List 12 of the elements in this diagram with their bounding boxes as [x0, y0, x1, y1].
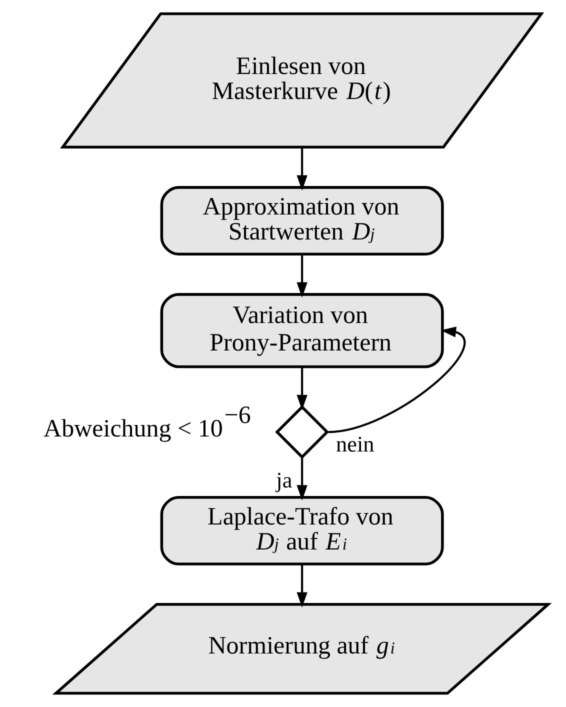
edge-label: nein [336, 432, 374, 457]
arrow [296, 564, 307, 608]
arrow [296, 366, 307, 410]
node-diamond [274, 405, 329, 459]
node-box: Approximation von Startwerten Dj [160, 186, 444, 256]
arrow [328, 326, 466, 434]
arrow [296, 457, 307, 500]
arrow [296, 254, 307, 298]
edge-label: ja [276, 467, 292, 492]
node-box: Laplace-Trafo von Dj auf Ei [160, 496, 444, 566]
arrow [296, 147, 307, 191]
node-box: Variation von Prony-Parametern [160, 293, 444, 368]
